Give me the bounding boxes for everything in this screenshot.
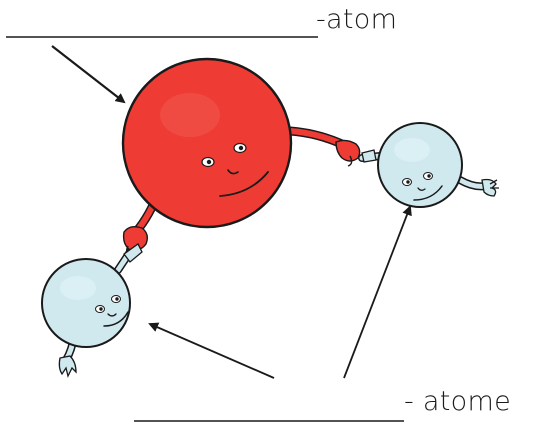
small-atom-left-hand-lower bbox=[58, 355, 77, 378]
small-blue-atom-right bbox=[377, 122, 463, 208]
blue-smiling-atom-icon bbox=[41, 258, 131, 348]
arrow-top bbox=[51, 45, 126, 104]
arrow-bottom-right bbox=[343, 205, 412, 379]
red-smiling-atom-icon bbox=[121, 57, 293, 229]
big-red-atom bbox=[121, 57, 293, 229]
small-blue-atom-left bbox=[41, 258, 131, 348]
big-atom-right-hand bbox=[335, 139, 361, 167]
small-atom-right-hand-right bbox=[481, 178, 499, 197]
big-atom-smile bbox=[219, 171, 269, 197]
bottom-atom-label: - atome bbox=[404, 386, 511, 417]
big-atom-nose bbox=[227, 169, 239, 175]
small-atom-left-hand-upper bbox=[123, 243, 143, 263]
arrow-bottom-left bbox=[148, 322, 275, 379]
top-atom-label: -atom bbox=[316, 4, 398, 35]
small-atom-right-hand-left bbox=[361, 149, 377, 163]
blue-smiling-atom-icon bbox=[377, 122, 463, 208]
